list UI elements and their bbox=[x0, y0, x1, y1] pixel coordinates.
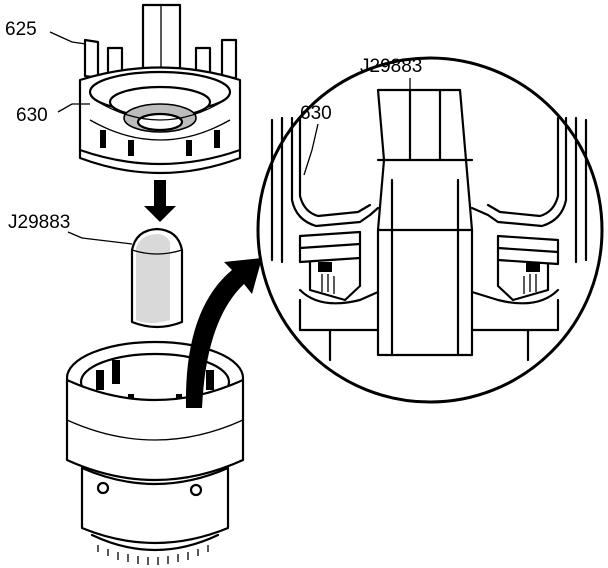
callout-625: 625 bbox=[5, 19, 37, 40]
upper-drum-assembly bbox=[78, 3, 242, 175]
detail-view bbox=[256, 56, 604, 404]
leader-625 bbox=[49, 31, 87, 45]
leader-630-detail bbox=[303, 123, 319, 176]
down-arrow-icon bbox=[144, 180, 176, 222]
leader-tool-left bbox=[67, 231, 133, 245]
installer-tool bbox=[130, 227, 184, 329]
callout-tool-detail: J29883 bbox=[360, 56, 422, 77]
curved-arrow-icon bbox=[185, 258, 262, 408]
callout-630-detail: 630 bbox=[300, 103, 332, 124]
callout-630-left: 630 bbox=[16, 105, 48, 126]
lower-housing bbox=[65, 340, 245, 565]
leader-630-left bbox=[57, 103, 90, 113]
callout-tool-left: J29883 bbox=[8, 212, 70, 233]
